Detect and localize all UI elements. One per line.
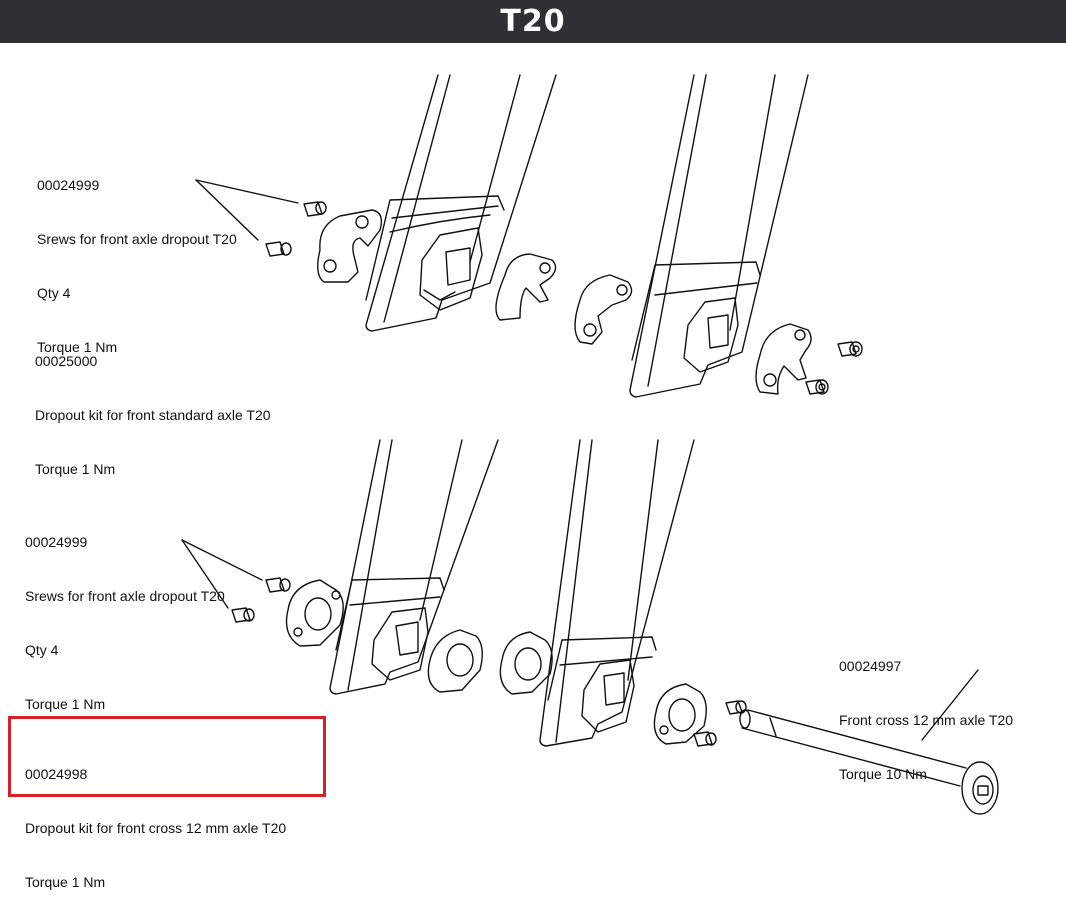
screw-4 <box>805 379 829 395</box>
part-description: Dropout kit for front standard axle T20 <box>35 407 271 423</box>
dropout-ring-2 <box>427 629 483 693</box>
part-torque: Torque 10 Nm <box>839 766 927 782</box>
callout-axle-12mm: 00024997 Front cross 12 mm axle T20 Torq… <box>839 621 1013 801</box>
part-description: Srews for front axle dropout T20 <box>37 231 237 247</box>
part-torque: Torque 1 Nm <box>37 339 118 355</box>
callout-screws-bottom: 00024999 Srews for front axle dropout T2… <box>25 497 225 731</box>
dropout-hook-2 <box>495 253 557 321</box>
dropout-ring-3 <box>499 631 553 695</box>
dropout-hook-3 <box>574 274 633 345</box>
dropout-socket-bottom-right <box>581 659 635 733</box>
part-number: 00025000 <box>35 353 98 369</box>
screw-2 <box>265 241 292 257</box>
dropout-socket-bottom-left <box>371 607 429 681</box>
dropout-ring-4 <box>653 683 707 745</box>
highlight-box <box>8 716 326 797</box>
fork-leg-bottom-right <box>539 439 695 747</box>
exploded-parts-drawing <box>181 74 999 815</box>
title-bar: T20 <box>0 0 1066 43</box>
fork-leg-top-left <box>365 74 557 332</box>
leader-line-top-2 <box>195 179 259 241</box>
part-number: 00024999 <box>25 534 88 550</box>
callout-screws-top: 00024999 Srews for front axle dropout T2… <box>37 140 237 374</box>
leader-line-bottom-1 <box>181 539 263 581</box>
leader-line-axle <box>921 669 979 741</box>
callout-dropout-cross: 00024998 Dropout kit for front cross 12 … <box>25 729 286 909</box>
screw-7 <box>725 700 747 715</box>
page-title: T20 <box>500 4 566 39</box>
thru-axle-12mm <box>739 709 999 815</box>
part-description: Front cross 12 mm axle T20 <box>839 712 1014 728</box>
part-number: 00024997 <box>839 658 902 674</box>
fork-leg-top-right <box>629 74 809 398</box>
dropout-socket-top-left <box>419 227 483 311</box>
dropout-hook-4 <box>755 323 812 395</box>
screw-8 <box>693 731 717 747</box>
screw-1 <box>303 201 327 217</box>
part-torque: Torque 1 Nm <box>25 874 106 890</box>
callout-dropout-standard: 00025000 Dropout kit for front standard … <box>35 316 271 496</box>
screw-6 <box>231 607 255 623</box>
part-description: Srews for front axle dropout T20 <box>25 588 225 604</box>
part-torque: Torque 1 Nm <box>25 696 106 712</box>
part-number: 00024999 <box>37 177 100 193</box>
part-description: Dropout kit for front cross 12 mm axle T… <box>25 820 287 836</box>
dropout-socket-top-right <box>683 297 739 373</box>
part-qty: Qty 4 <box>25 642 59 658</box>
part-qty: Qty 4 <box>37 285 71 301</box>
leader-line-top-1 <box>195 179 299 204</box>
part-torque: Torque 1 Nm <box>35 461 116 477</box>
screw-3 <box>837 341 863 357</box>
dropout-hook-1 <box>317 209 383 283</box>
fork-leg-bottom-left <box>329 439 499 695</box>
leader-line-bottom-2 <box>181 539 229 609</box>
screw-5 <box>265 577 291 593</box>
part-number: 00024998 <box>25 766 88 782</box>
dropout-ring-1 <box>285 579 344 647</box>
